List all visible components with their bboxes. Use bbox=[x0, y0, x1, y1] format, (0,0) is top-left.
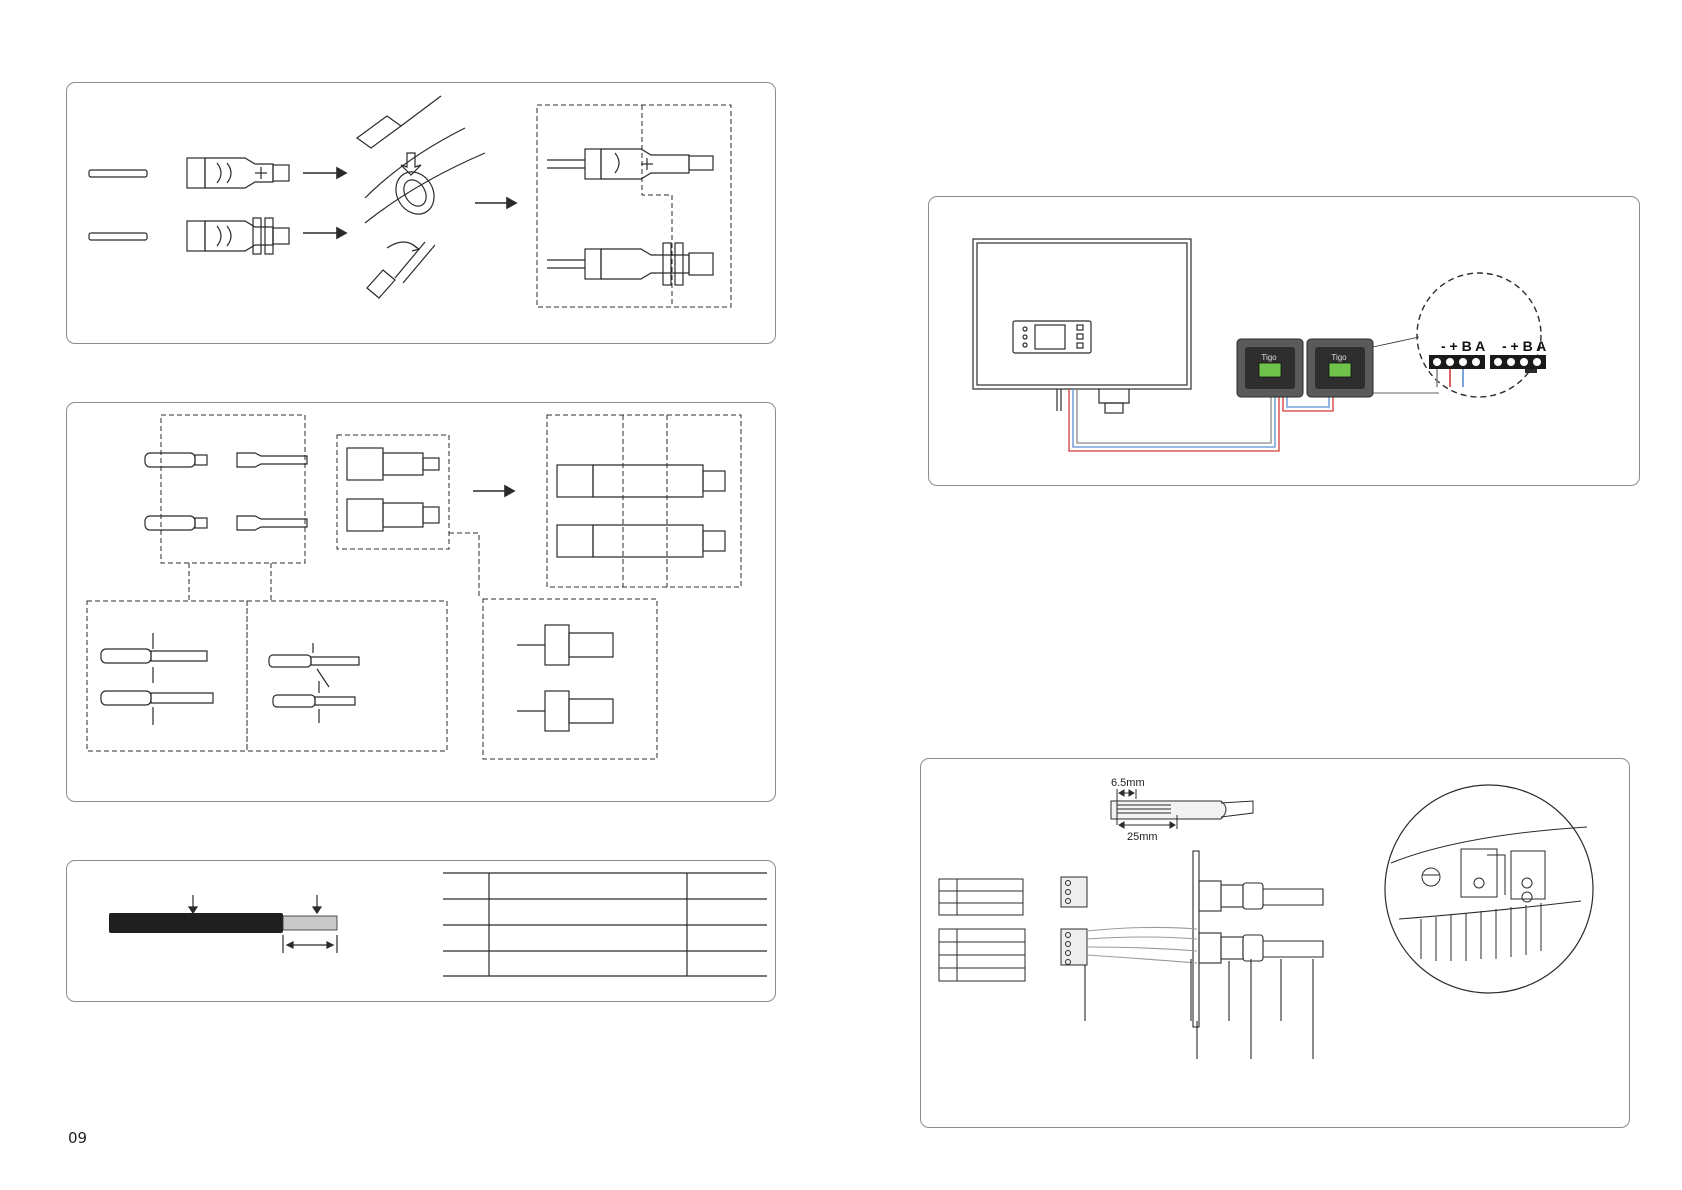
pin-negative bbox=[89, 233, 147, 240]
connector-insert-box bbox=[483, 599, 657, 759]
dc-crimping-diagram bbox=[67, 403, 777, 803]
pin-positive bbox=[89, 170, 147, 177]
terminal-a-labels: - + B A bbox=[1441, 338, 1485, 354]
connector-negative bbox=[187, 218, 289, 254]
panel-mc4-assembly bbox=[66, 82, 776, 344]
mc4-assembly-diagram bbox=[67, 83, 777, 345]
connector-parts-box bbox=[337, 435, 449, 549]
cable-conductor bbox=[283, 916, 337, 930]
tigo-brand-2: Tigo bbox=[1331, 353, 1347, 362]
pin-table-large bbox=[939, 929, 1025, 981]
panel-cable-strip bbox=[66, 860, 776, 1002]
page-number: 09 bbox=[68, 1129, 87, 1147]
tigo-gateway-2: Tigo bbox=[1307, 339, 1373, 397]
assembled-connectors-box bbox=[537, 105, 731, 307]
cable-gland-assembly bbox=[1085, 851, 1323, 1059]
cable-strip-diagram bbox=[67, 861, 777, 1003]
cable-insulation bbox=[109, 913, 283, 933]
strip-cables-box bbox=[161, 415, 305, 563]
terminal-zoom: - + B A - + B A bbox=[1373, 273, 1546, 397]
crimp-detail-left bbox=[87, 601, 247, 751]
assembled-connector-pair bbox=[547, 149, 713, 285]
terminal-b-labels: - + B A bbox=[1502, 338, 1546, 354]
crimp-detail-right bbox=[247, 601, 447, 751]
cable-spec-table bbox=[443, 873, 767, 976]
strip-length-long: 25mm bbox=[1127, 831, 1158, 843]
monitoring-wiring-diagram: Tigo Tigo - + B A - + B A bbox=[929, 197, 1641, 487]
tightening-sequence bbox=[357, 96, 485, 298]
pin-table-small bbox=[939, 879, 1023, 915]
tigo-gateway-1: Tigo bbox=[1237, 339, 1303, 397]
stripped-comm-cable bbox=[1111, 789, 1253, 829]
comm-install-diagram: 6.5mm 25mm bbox=[921, 759, 1631, 1129]
connector-positive bbox=[187, 158, 289, 188]
tigo-brand-1: Tigo bbox=[1261, 353, 1277, 362]
panel-dc-crimping bbox=[66, 402, 776, 802]
panel-monitoring-wiring: Tigo Tigo - + B A - + B A bbox=[928, 196, 1640, 486]
inverter-port-zoom bbox=[1385, 785, 1593, 993]
strip-length-short: 6.5mm bbox=[1111, 777, 1145, 789]
terminal-block-4pin bbox=[1061, 929, 1087, 965]
panel-comm-install: 6.5mm 25mm bbox=[920, 758, 1630, 1128]
assembled-box bbox=[547, 415, 741, 587]
inverter-unit bbox=[973, 239, 1191, 413]
terminal-block-3pin bbox=[1061, 877, 1087, 907]
